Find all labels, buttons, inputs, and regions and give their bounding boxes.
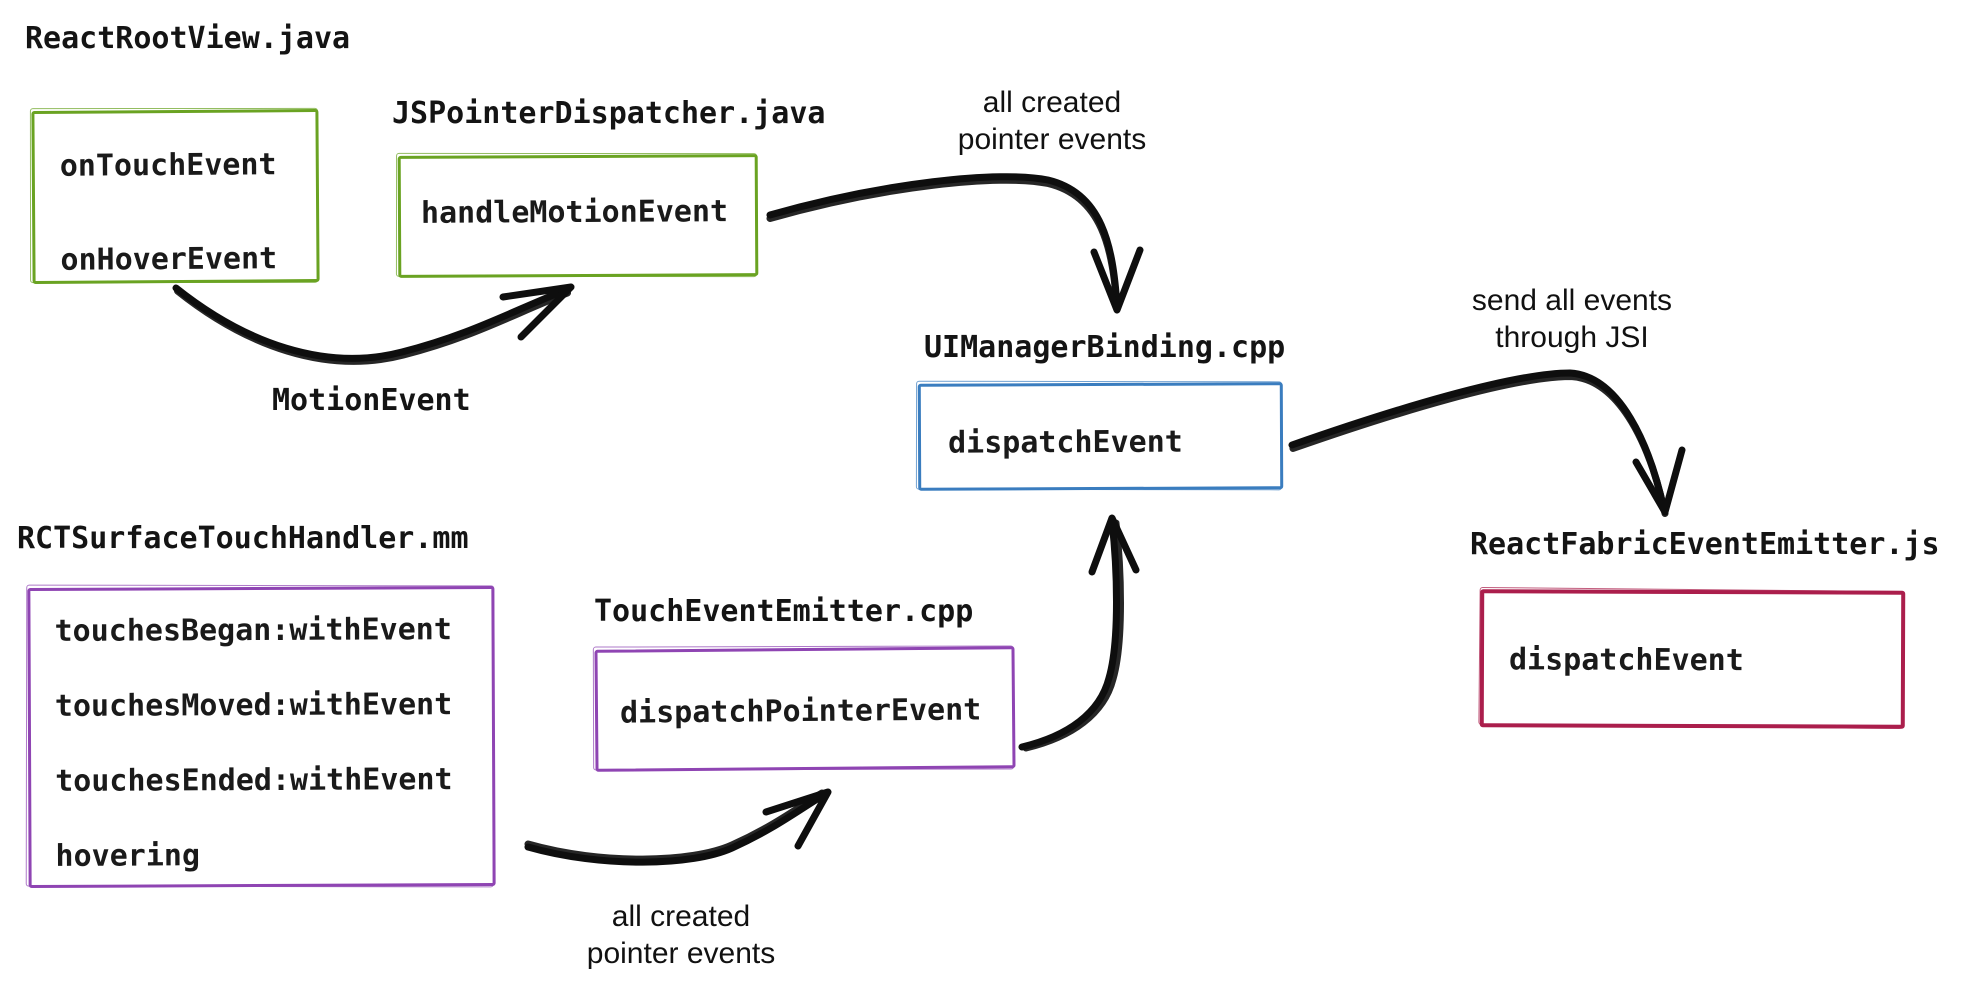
edge-label-line: send all events [1471, 284, 1673, 317]
file-label-reactrootview: ReactRootView.java [25, 21, 351, 56]
node-box-uimanagerbinding: dispatchEvent [917, 382, 1284, 491]
arrow-all-created-pointer-events-top [766, 173, 1144, 314]
method-dispatchpointerevent: dispatchPointerEvent [619, 692, 982, 731]
file-label-uimanagerbinding: UIManagerBinding.cpp [924, 330, 1286, 365]
edge-label-line: through JSI [1495, 321, 1649, 354]
edge-label-motionevent: MotionEvent [272, 383, 471, 418]
arrow-motionevent [172, 283, 575, 361]
method-handlemotionevent: handleMotionEvent [420, 194, 729, 231]
arrow-dispatchpointerevent-to-dispatchevent [1018, 514, 1140, 748]
method-ontouchevent: onTouchEvent [59, 147, 277, 184]
edge-label-line: pointer events [957, 123, 1147, 156]
method-touchesmoved: touchesMoved:withEvent [54, 687, 453, 724]
file-label-rctsurfacetouchhandler: RCTSurfaceTouchHandler.mm [17, 521, 469, 556]
node-box-reactfabriceventemitter: dispatchEvent [1479, 589, 1906, 729]
method-touchesended: touchesEnded:withEvent [55, 762, 453, 799]
arrow-all-created-pointer-events-bottom [524, 788, 832, 866]
edge-label-line: all created [611, 900, 751, 933]
edge-label-send-all-events-through-jsi: send all events through JSI [1422, 282, 1722, 356]
edge-label-line: all created [982, 86, 1122, 119]
method-touchesbegan: touchesBegan:withEvent [54, 612, 452, 649]
method-onhoverevent: onHoverEvent [60, 241, 278, 278]
file-label-jspointerdispatcher: JSPointerDispatcher.java [392, 96, 826, 131]
edge-label-line: pointer events [586, 937, 776, 970]
method-dispatchevent-js: dispatchEvent [1508, 642, 1744, 679]
method-dispatchevent-cpp: dispatchEvent [947, 424, 1183, 461]
method-hovering: hovering [55, 838, 201, 874]
node-box-rctsurfacetouchhandler: touchesBegan:withEvent touchesMoved:with… [27, 585, 496, 889]
node-box-reactrootview: onTouchEvent onHoverEvent [31, 109, 320, 284]
node-box-toucheventemitter: dispatchPointerEvent [594, 646, 1016, 772]
node-box-jspointerdispatcher: handleMotionEvent [397, 154, 759, 278]
edge-label-all-created-pointer-events-top: all created pointer events [902, 84, 1202, 158]
arrow-send-all-events-through-jsi [1288, 369, 1686, 514]
file-label-toucheventemitter: TouchEventEmitter.cpp [594, 594, 974, 629]
edge-label-all-created-pointer-events-bottom: all created pointer events [531, 898, 831, 972]
file-label-reactfabriceventemitter: ReactFabricEventEmitter.js [1470, 527, 1940, 562]
